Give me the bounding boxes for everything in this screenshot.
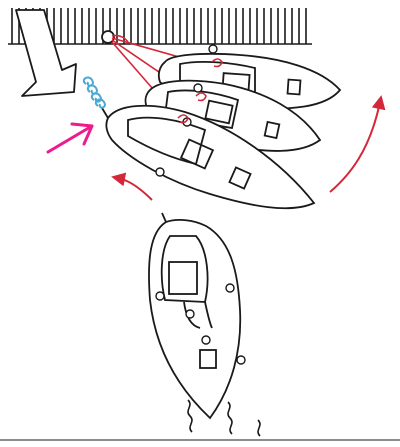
dock-railing	[8, 8, 312, 45]
line-knot-2	[195, 92, 207, 102]
wake-lines	[187, 399, 261, 437]
line-knot	[177, 114, 189, 124]
rotation-arrow-icon	[329, 95, 386, 193]
wind-arrow-icon	[15, 9, 77, 97]
boat-position-1	[101, 104, 316, 210]
spring-coil-icon	[82, 76, 106, 109]
bollard-icon	[101, 30, 115, 44]
line-knot-3	[211, 58, 223, 68]
boat-approaching	[148, 212, 246, 420]
pointer-arrow-icon	[46, 122, 94, 154]
reverse-arrow-icon	[111, 172, 153, 201]
